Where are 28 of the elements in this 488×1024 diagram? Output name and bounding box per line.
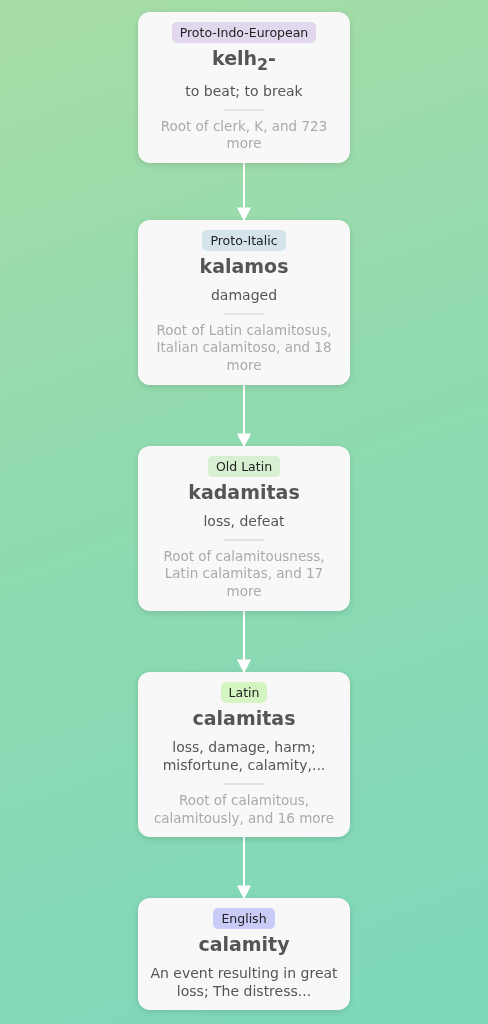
- headword: kelh$_{2}$-: [212, 47, 276, 75]
- etymology-card: [138, 672, 350, 838]
- definition-text: An event resulting in great loss; The distress...: [149, 963, 339, 1001]
- definition-text: to beat; to break: [185, 81, 303, 100]
- language-tag: English: [213, 908, 275, 929]
- definition-text: loss, defeat: [203, 511, 285, 530]
- etymology-card: [138, 446, 350, 611]
- derivatives-note: Root of calamitousness, Latin calamitas, and 17 more: [162, 547, 326, 601]
- definition-text: loss, damage, harm; misfortune, calamity,...: [161, 737, 327, 775]
- headword: calamity: [198, 933, 290, 957]
- etymology-card: [138, 898, 350, 1011]
- arrow: [237, 162, 251, 222]
- etymology-card: [138, 220, 350, 385]
- arrow: [237, 836, 251, 900]
- headword: calamitas: [192, 707, 296, 731]
- arrow: [237, 610, 251, 674]
- definition-text: damaged: [210, 285, 278, 304]
- language-tag: Proto-Indo-European: [171, 22, 317, 43]
- headword: kalamos: [199, 255, 289, 279]
- derivatives-note: Root of clerk, K, and 723 more: [159, 117, 329, 153]
- headword: kadamitas: [188, 481, 300, 505]
- language-tag: Old Latin: [207, 456, 281, 477]
- derivatives-note: Root of calamitous, calamitously, and 16 more: [152, 792, 336, 828]
- language-tag: Latin: [220, 682, 268, 703]
- arrow: [237, 384, 251, 448]
- derivatives-note: Root of Latin calamitosus, Italian calamitoso, and 18 more: [155, 321, 333, 375]
- language-tag: Proto-Italic: [202, 230, 286, 251]
- etymology-card: [138, 12, 350, 163]
